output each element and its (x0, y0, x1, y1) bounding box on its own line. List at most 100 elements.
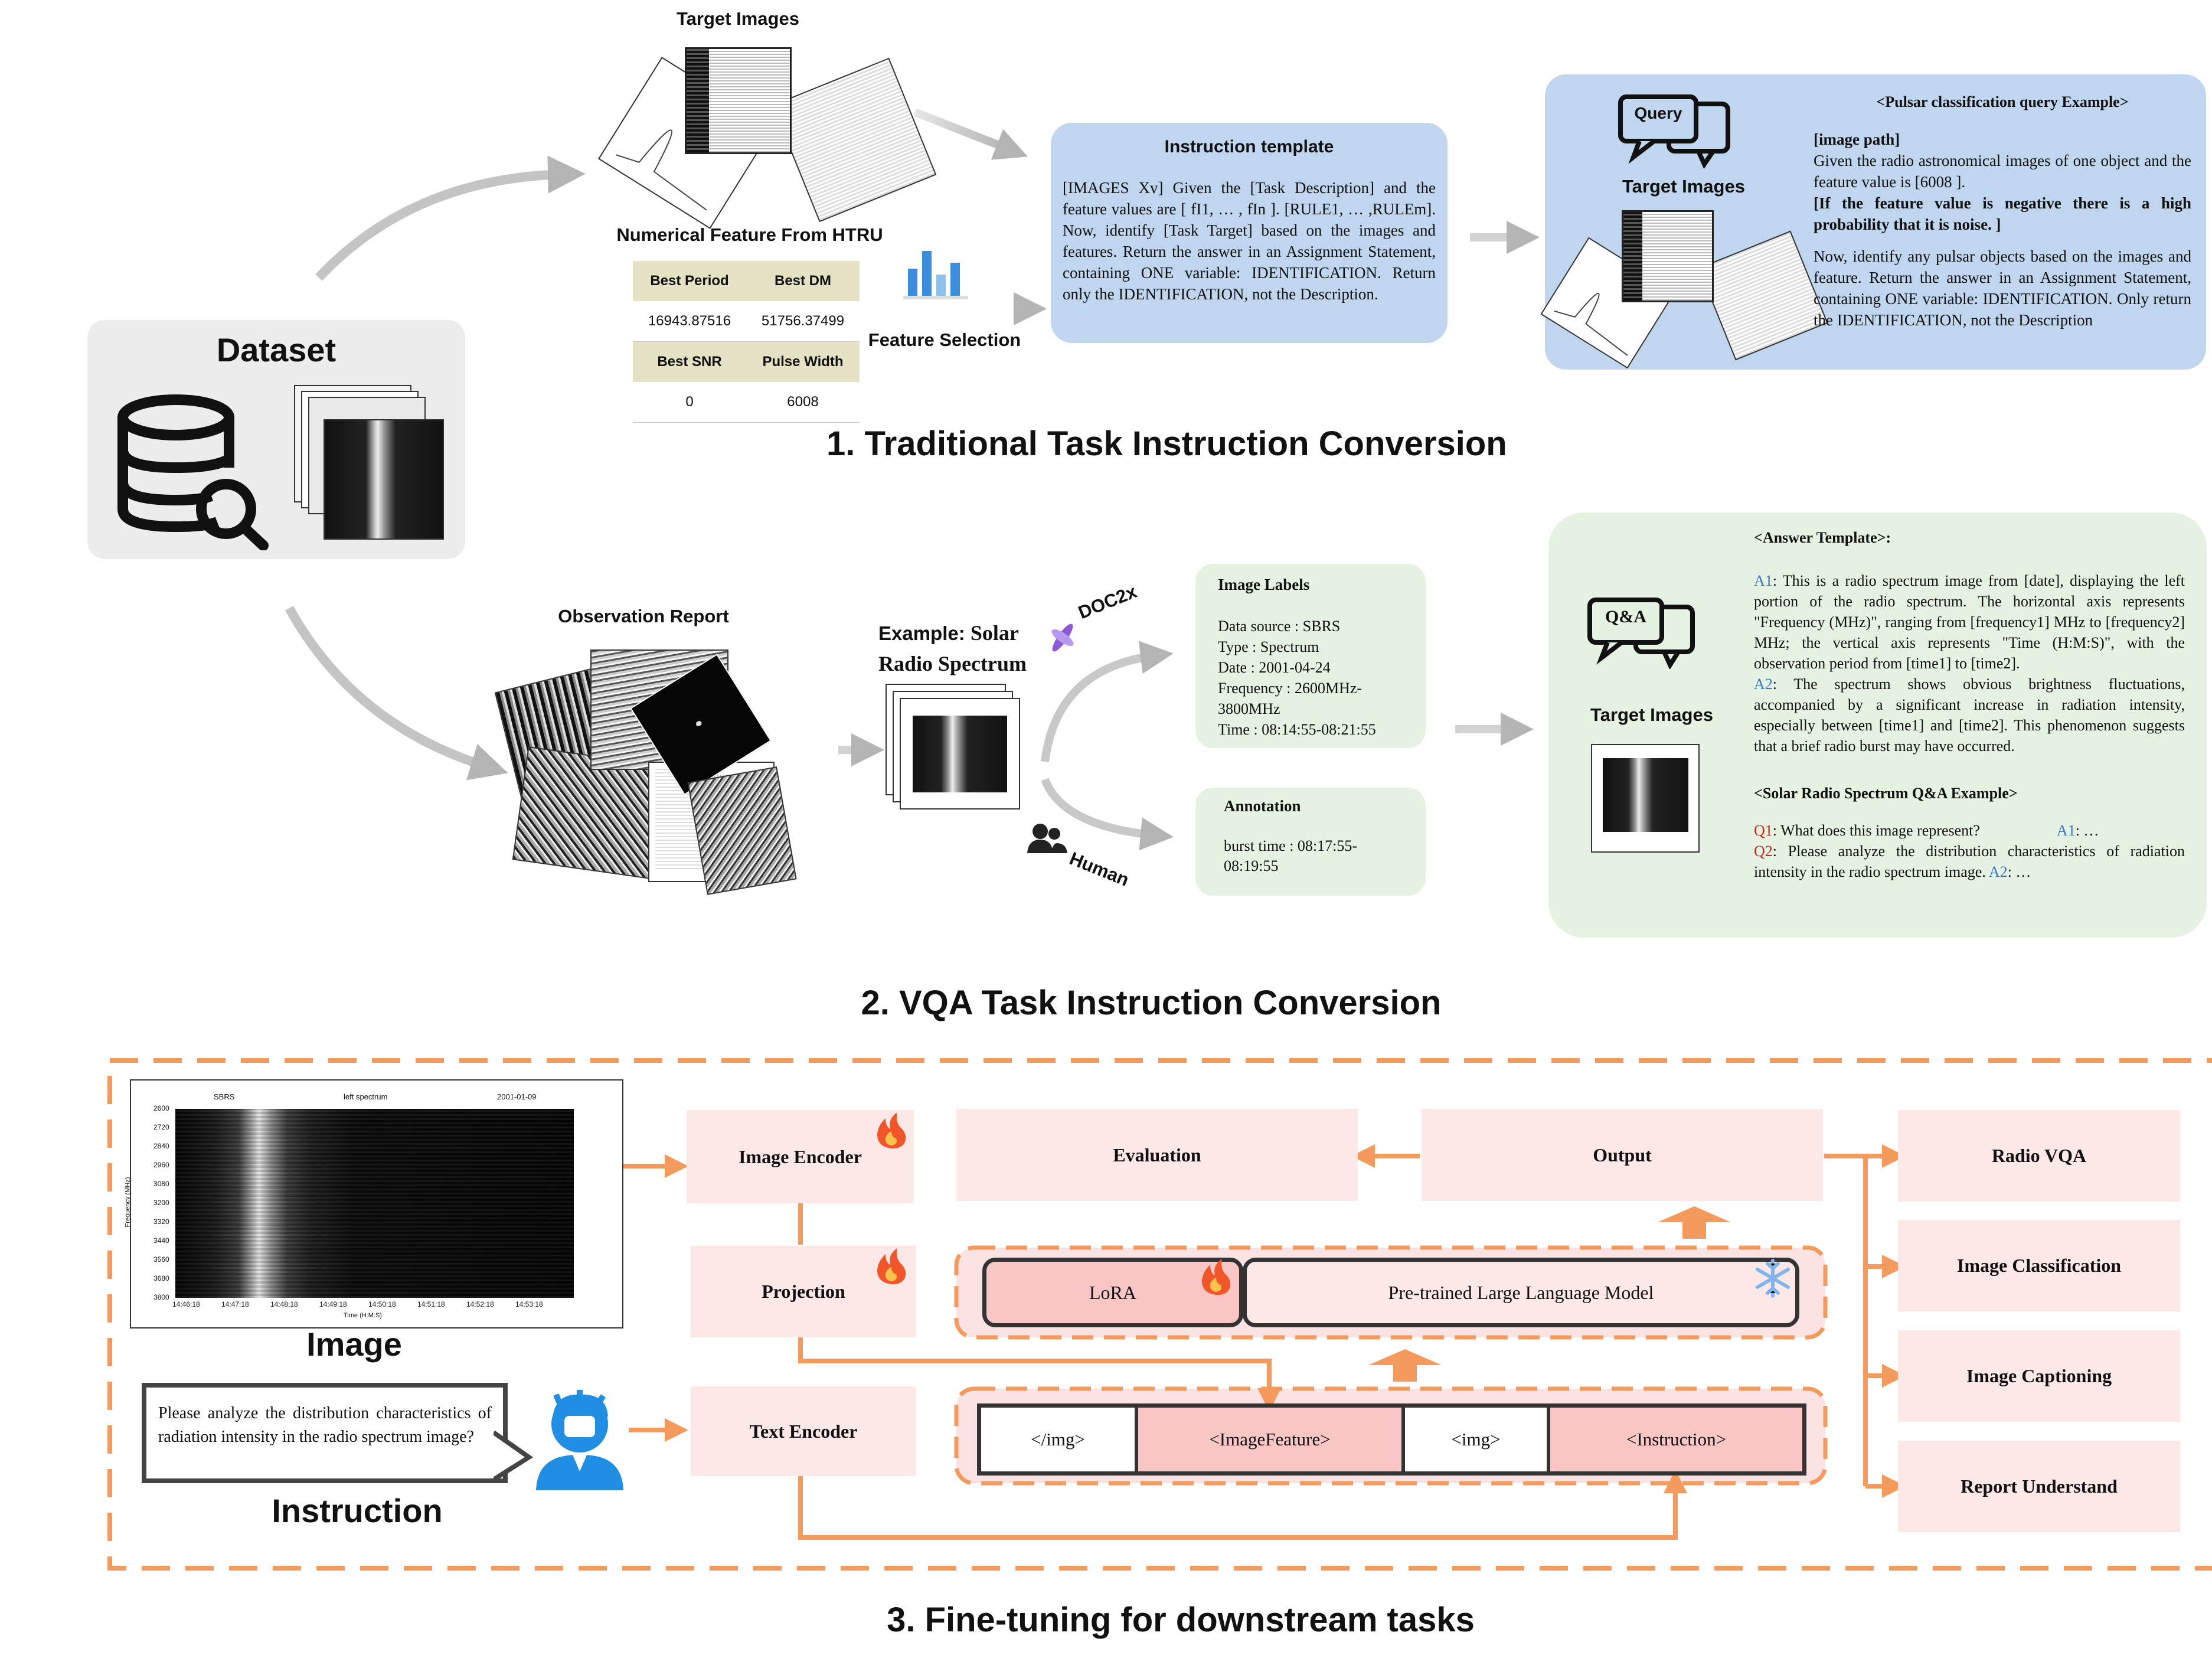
feature-value: 51756.37499 (746, 301, 860, 342)
time-phase-plot-thumb (685, 47, 792, 154)
database-search-icon (117, 394, 269, 550)
annotation-box: Annotation burst time : 08:17:55- 08:19:… (1195, 788, 1426, 896)
doc2x-logo-icon (1051, 624, 1074, 652)
feature-header: Best DM (746, 261, 860, 301)
q1-answer-text: : … (2075, 822, 2099, 839)
query-example-title: <Pulsar classification query Example> (1876, 93, 2129, 110)
tokens-to-llm-uparrow (1368, 1349, 1442, 1382)
y-tick: 3440 (153, 1236, 169, 1245)
label-line: Time : 08:14:55-08:21:55 (1218, 721, 1376, 738)
spectrum-image-panel: SBRS left spectrum 2001-01-09 2600 2720 … (124, 1079, 623, 1328)
images-to-template-arrow (913, 108, 1028, 160)
answer-a1: A1: This is a radio spectrum image from … (1754, 570, 2185, 674)
example-solar-label: Example: Solar Radio Spectrum (878, 620, 1044, 681)
feature-header: Best SNR (633, 341, 746, 382)
y-tick: 3080 (153, 1180, 169, 1188)
example-label-solar: Solar (970, 621, 1019, 645)
section2-title: 2. VQA Task Instruction Conversion (861, 984, 1442, 1022)
x-tick: 14:48:18 (270, 1300, 298, 1308)
query-rule-sentence: [If the feature value is negative there … (1814, 194, 2191, 233)
numerical-feature-label: Numerical Feature From HTRU (616, 224, 883, 245)
example-label-spectrum: Radio Spectrum (878, 652, 1027, 675)
qa-icon-label: Q&A (1605, 607, 1646, 626)
subband-plot-thumb (772, 57, 937, 223)
task-image-captioning: Image Captioning (1898, 1330, 2180, 1422)
section3-title: 3. Fine-tuning for downstream tasks (887, 1601, 1475, 1639)
qa-q2: Q2: Please analyze the distribution char… (1754, 841, 2185, 882)
spectrum-date: 2001-01-09 (497, 1092, 537, 1101)
token-img-start: <img> (1405, 1408, 1550, 1471)
frozen-snowflake-icon (1756, 1259, 1790, 1298)
qa-chat-icon (1587, 598, 1695, 669)
spectrum-x-ticks: 14:46:18 14:47:18 14:48:18 14:49:18 14:5… (172, 1300, 586, 1312)
instruction-text: Please analyze the distribution characte… (158, 1404, 492, 1446)
image-encoder-block: Image Encoder (687, 1110, 914, 1203)
y-tick: 2720 (153, 1123, 169, 1131)
query-image-path: [image path] (1814, 130, 1900, 148)
a2-text: : The spectrum shows obvious brightness … (1754, 675, 2185, 755)
a1-text: : This is a radio spectrum image from [d… (1754, 572, 2185, 672)
example-to-annotation-arrow (1041, 778, 1174, 851)
instruction-template-text: [IMAGES Xv] Given the [Task Description]… (1063, 179, 1436, 303)
llm-to-output-uparrow (1658, 1206, 1731, 1239)
text-encoder-to-instruction-arrow (798, 1460, 1687, 1540)
q1-tag: Q1 (1754, 822, 1773, 839)
feature-value: 6008 (746, 382, 860, 423)
instruction-label: Instruction (272, 1492, 443, 1529)
query-example-box: Query Target Images <Pulsar classificati… (1540, 74, 2206, 370)
qa-q1: Q1: What does this image represent?A1: … (1754, 820, 2185, 841)
y-tick: 2600 (153, 1104, 169, 1112)
bubble-tail (494, 1430, 534, 1482)
annotation-line: burst time : 08:17:55- (1224, 837, 1358, 854)
dataset-to-target-arrow (315, 155, 586, 281)
spectrum-kind: left spectrum (344, 1092, 388, 1101)
image-labels-title: Image Labels (1218, 576, 1310, 593)
observation-report-label: Observation Report (558, 606, 729, 626)
person-avatar-icon (536, 1390, 623, 1490)
answer-template-box: Q&A Target Images <Answer Template>: A1:… (1548, 513, 2207, 938)
label-line: Frequency : 2600MHz- (1218, 680, 1363, 697)
annotation-list: burst time : 08:17:55- 08:19:55 (1224, 836, 1357, 876)
token-instruction: <Instruction> (1550, 1408, 1802, 1471)
profile-plot-thumb (597, 57, 775, 229)
spectrum-heatmap (175, 1109, 574, 1298)
text-encoder-block: Text Encoder (691, 1386, 916, 1476)
label-line: Date : 2001-04-24 (1218, 659, 1331, 676)
task-report-understand: Report Understand (1898, 1441, 2180, 1532)
y-tick: 3800 (153, 1293, 169, 1301)
target-images-label: Target Images (677, 8, 799, 29)
query-target-images (1540, 210, 1828, 370)
spectrum-y-label: Frequency (MHz) (124, 1177, 132, 1228)
query-chat-icon (1618, 94, 1730, 169)
annotation-title: Annotation (1224, 797, 1301, 815)
x-tick: 14:49:18 (319, 1300, 347, 1308)
y-tick: 2960 (153, 1161, 169, 1169)
instruction-bubble: Please analyze the distribution characte… (142, 1383, 508, 1483)
lora-block: LoRA (982, 1258, 1243, 1327)
trainable-flame-icon (877, 1248, 906, 1285)
example-spectrum-stack (886, 684, 1020, 811)
bar-chart-icon (903, 251, 968, 299)
token-sequence: </img> <ImageFeature> <img> <Instruction… (977, 1403, 1806, 1476)
dataset-panel: Dataset (87, 320, 465, 559)
instruction-template-box: Instruction template [IMAGES Xv] Given t… (1051, 123, 1448, 343)
qa-target-spectrum (1591, 744, 1700, 853)
x-tick: 14:47:18 (221, 1300, 249, 1308)
human-users-icon (1027, 824, 1067, 853)
answer-template-text: <Answer Template>: A1: This is a radio s… (1754, 529, 2185, 882)
x-tick: 14:53:18 (515, 1300, 543, 1308)
token-img-end: </img> (981, 1408, 1138, 1471)
token-image-feature: <ImageFeature> (1138, 1408, 1405, 1471)
dataset-spectrum-thumb (324, 419, 444, 540)
q2-answer-tag: A2 (1988, 863, 2008, 880)
observation-report-collage (494, 638, 838, 895)
task-image-classification: Image Classification (1898, 1220, 2180, 1311)
label-line: Data source : SBRS (1218, 618, 1341, 635)
feature-value: 0 (633, 382, 746, 423)
spectrum-x-label: Time (H:M:S) (344, 1312, 382, 1319)
example-label-prefix: Example: (878, 622, 971, 644)
section1-title: 1. Traditional Task Instruction Conversi… (826, 425, 1507, 463)
query-target-label: Target Images (1622, 176, 1745, 197)
x-tick: 14:50:18 (368, 1300, 396, 1308)
y-tick: 3320 (153, 1217, 169, 1226)
